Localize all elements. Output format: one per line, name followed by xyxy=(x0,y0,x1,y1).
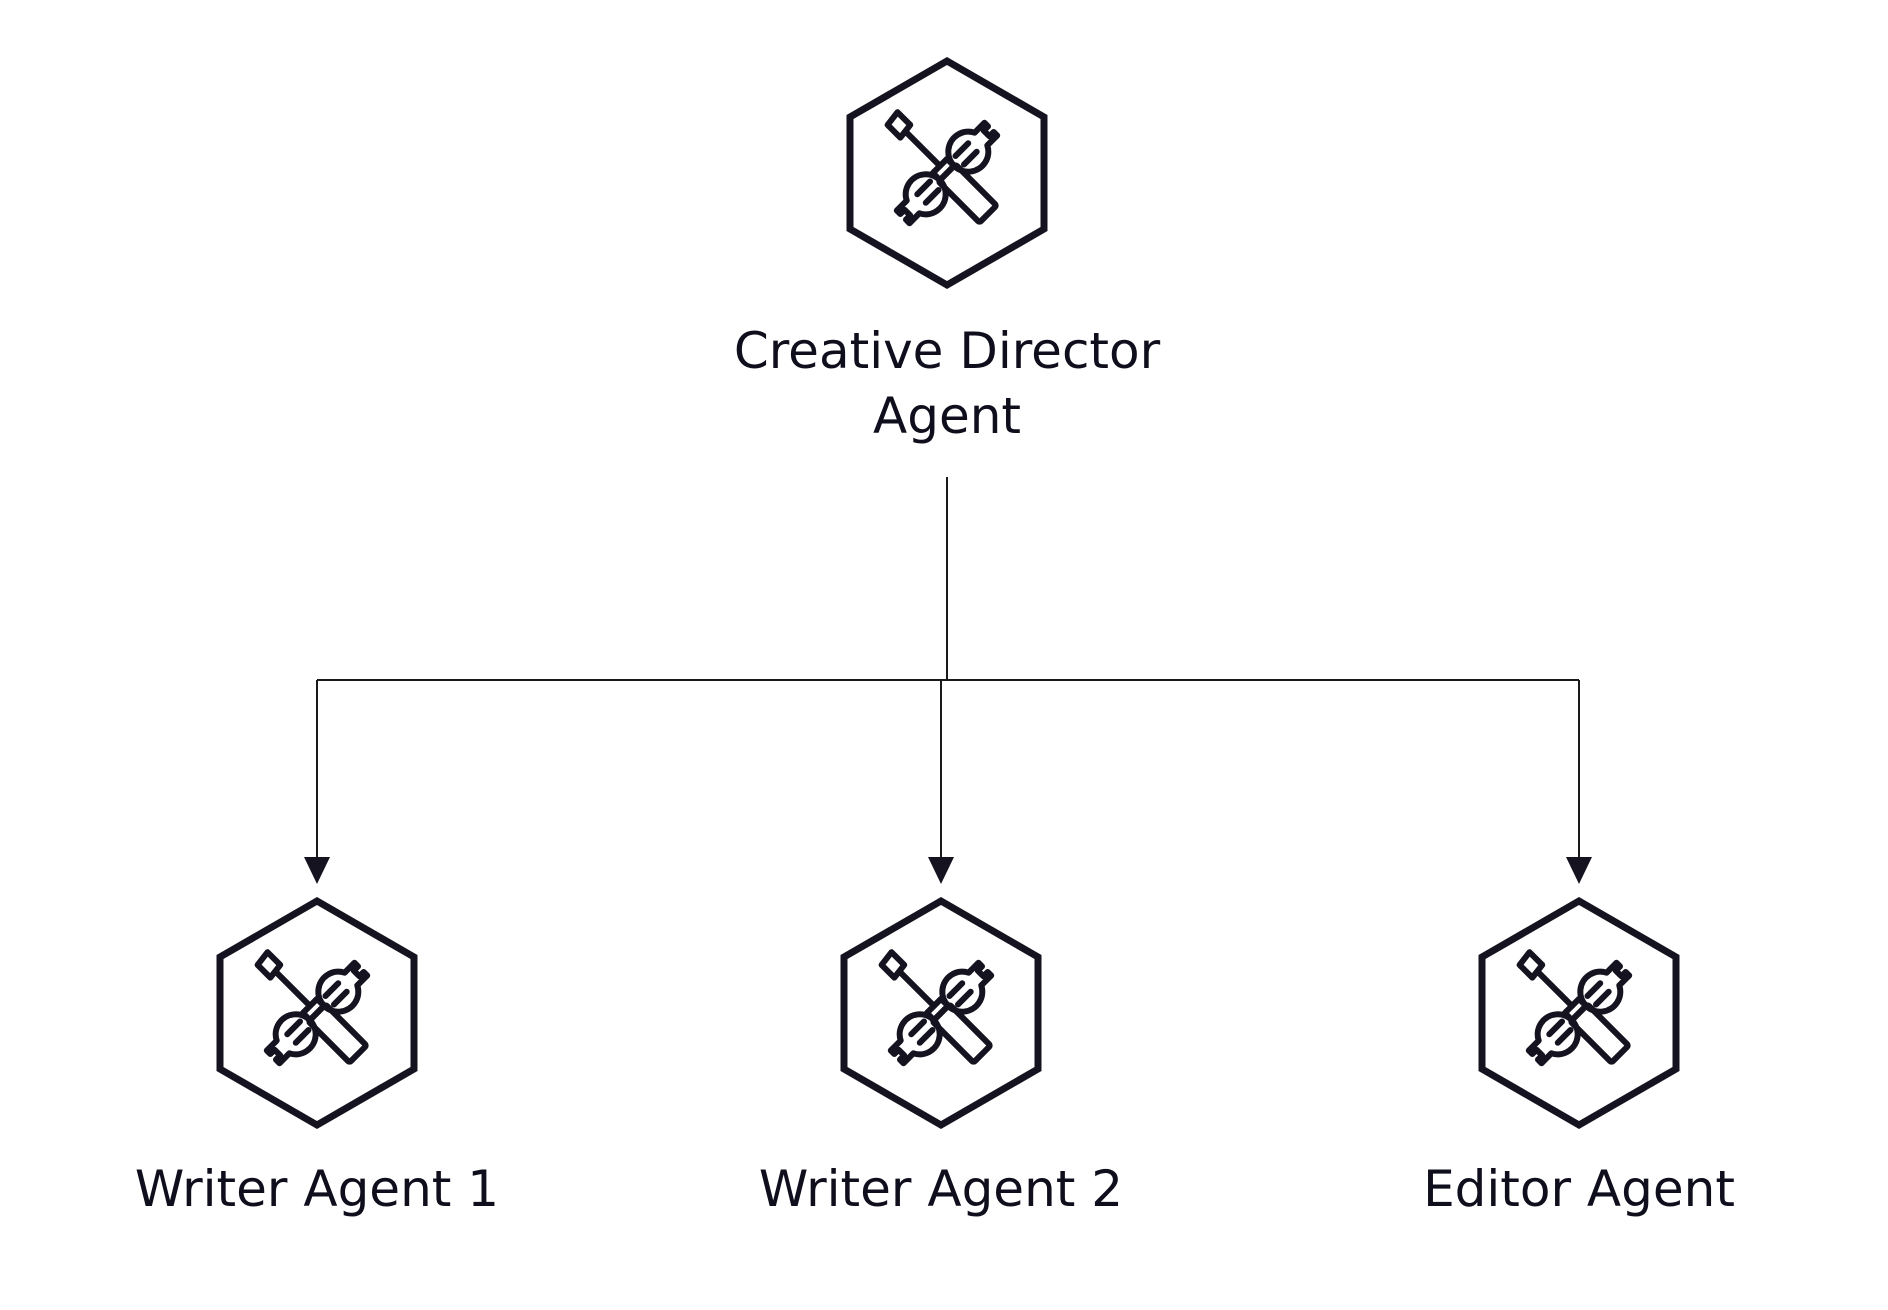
tools-icon xyxy=(220,901,414,1125)
tools-icon xyxy=(850,61,1044,285)
node-label: Writer Agent 1 xyxy=(135,1160,499,1218)
node-label: Creative Director xyxy=(734,322,1161,380)
tools-icon xyxy=(1482,901,1676,1125)
arrowhead-writer-2 xyxy=(928,857,954,884)
node-creative-director[interactable]: Creative Director Agent xyxy=(734,61,1161,445)
node-writer-agent-2[interactable]: Writer Agent 2 xyxy=(759,901,1123,1218)
connectors xyxy=(316,477,1580,862)
node-editor-agent[interactable]: Editor Agent xyxy=(1423,901,1735,1218)
node-label: Agent xyxy=(873,387,1021,445)
arrowhead-editor xyxy=(1566,857,1592,884)
tools-icon xyxy=(844,901,1038,1125)
arrowhead-writer-1 xyxy=(304,857,330,884)
node-label: Editor Agent xyxy=(1423,1160,1735,1218)
node-label: Writer Agent 2 xyxy=(759,1160,1123,1218)
node-writer-agent-1[interactable]: Writer Agent 1 xyxy=(135,901,499,1218)
